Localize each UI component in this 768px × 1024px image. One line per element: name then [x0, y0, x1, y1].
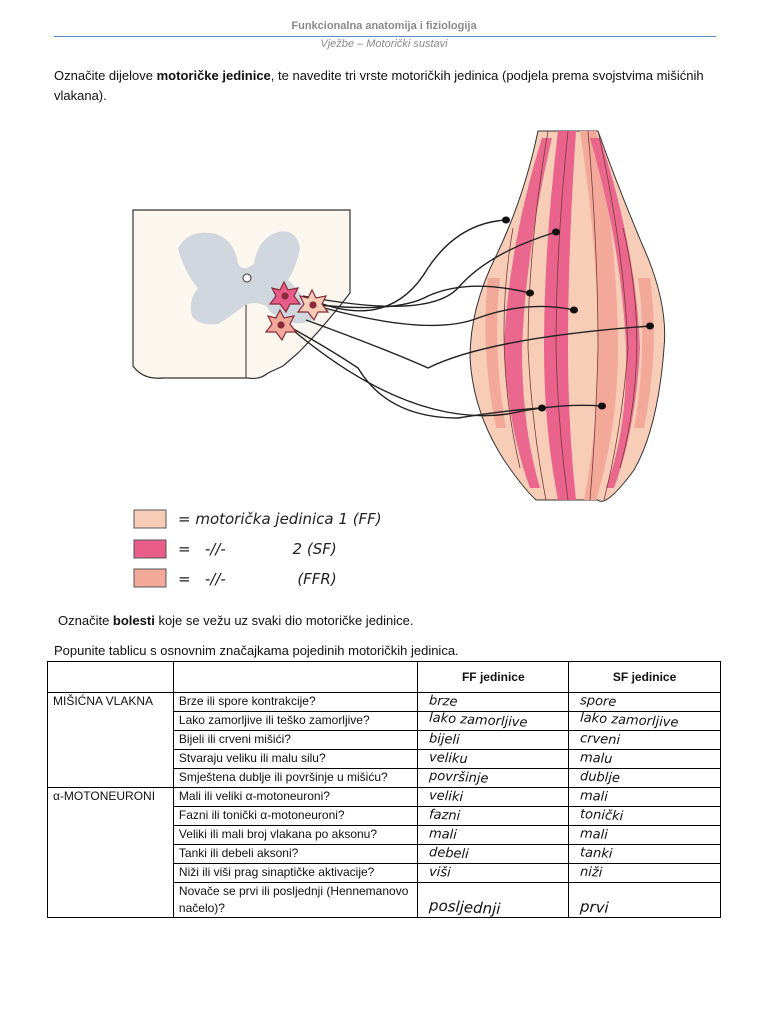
- handwriting-ff: površinje: [429, 768, 490, 787]
- answer-ff: veliku: [417, 749, 570, 769]
- motor-unit-table: FF jedinice SF jedinice MIŠIĆNA VLAKNA B…: [47, 661, 721, 918]
- muscle-belly: [469, 130, 666, 502]
- handwriting-sf: mali: [579, 826, 609, 843]
- answer-ff: viši: [417, 863, 570, 883]
- question-cell: Smještena dublje ili površinje u mišiću?: [172, 768, 419, 788]
- header-title: Funkcionalna anatomija i fiziologija: [291, 20, 477, 32]
- diseases-task: Označite bolesti koje se vežu uz svaki d…: [58, 611, 723, 631]
- answer-sf: crveni: [568, 730, 721, 750]
- table-intro: Popunite tablicu s osnovnim značajkama p…: [54, 643, 459, 658]
- task-intro-text-2: , te navedite tri vrste motoričkih jedin…: [54, 68, 704, 103]
- motor-unit-figure: = motorička jedinica 1 (FF) = -//- 2 (SF…: [132, 130, 666, 588]
- answer-sf: niži: [568, 863, 721, 883]
- answer-ff: posljednji: [417, 882, 570, 919]
- header-rule: [54, 36, 716, 37]
- answer-ff: debeli: [417, 844, 570, 864]
- answer-ff: fazni: [417, 806, 570, 826]
- handwriting-ff: veliku: [429, 750, 469, 768]
- question-cell: Niži ili viši prag sinaptičke aktivacije…: [172, 863, 419, 883]
- header-subtitle: Vježbe – Motorički sustavi: [320, 38, 448, 50]
- question-cell: Novače se prvi ili posljednji (Hennemano…: [172, 882, 419, 918]
- motor-endplates: [502, 216, 654, 412]
- question-cell: Mali ili veliki α-motoneuroni?: [172, 787, 419, 807]
- table-row: Niži ili viši prag sinaptičke aktivacije…: [48, 863, 721, 883]
- motor-neurons: [264, 280, 330, 342]
- handwriting-ff: debeli: [429, 845, 470, 863]
- handwriting-sf: spore: [579, 693, 617, 711]
- answer-ff: površinje: [417, 768, 570, 788]
- answer-ff: lako zamorljive: [417, 710, 570, 731]
- group-muscle-fibres: MIŠIĆNA VLAKNA: [47, 692, 174, 788]
- legend-note-2: = -//- 2 (SF): [178, 540, 337, 558]
- table-header-sf: SF jedinice: [568, 661, 721, 693]
- handwriting-sf: malu: [579, 750, 614, 767]
- handwriting-sf: tanki: [579, 845, 614, 862]
- legend-swatch-2: [133, 539, 167, 559]
- handwriting-sf: lako zamorljive: [579, 710, 680, 731]
- question-cell: Stvaraju veliku ili malu silu?: [172, 749, 419, 769]
- diseases-text-1: Označite: [58, 613, 113, 628]
- legend-swatch-1: [133, 509, 167, 529]
- answer-ff: bijeli: [417, 730, 570, 750]
- motor-axons: [287, 219, 651, 419]
- handwriting-sf: mali: [579, 788, 609, 805]
- table-header-empty-2: [172, 661, 419, 693]
- handwriting-ff: lako zamorljive: [429, 710, 529, 731]
- handwriting-sf: prvi: [579, 897, 610, 917]
- question-cell: Bijeli ili crveni mišići?: [172, 730, 419, 750]
- table-header-row: FF jedinice SF jedinice: [47, 661, 721, 693]
- handwriting-ff: veliki: [429, 788, 464, 806]
- handwriting-ff: posljednji: [429, 896, 502, 919]
- handwriting-ff: bijeli: [429, 731, 461, 748]
- handwriting-ff: fazni: [429, 807, 462, 824]
- table-row: Tanki ili debeli aksoni? debeli tanki: [48, 844, 721, 864]
- question-cell: Lako zamorljive ili teško zamorljive?: [172, 711, 419, 731]
- handwriting-sf: dublje: [579, 769, 621, 787]
- handwriting-sf: tonički: [579, 807, 624, 825]
- answer-sf: prvi: [568, 882, 721, 918]
- diseases-text-2: koje se vežu uz svaki dio motoričke jedi…: [154, 613, 414, 628]
- handwriting-sf: niži: [579, 864, 603, 881]
- legend-note-1: = motorička jedinica 1 (FF): [178, 510, 382, 528]
- table-header-empty-1: [47, 661, 174, 693]
- answer-sf: lako zamorljive: [568, 710, 721, 731]
- task-intro: Označite dijelove motoričke jedinice, te…: [54, 66, 719, 106]
- table-row: α-MOTONEURONI Mali ili veliki α-motoneur…: [47, 787, 721, 918]
- answer-ff: brze: [417, 692, 570, 712]
- task-intro-bold: motoričke jedinice: [156, 68, 271, 83]
- diseases-bold: bolesti: [112, 613, 155, 628]
- table-row: Fazni ili tonički α-motoneuroni? fazni t…: [48, 806, 721, 826]
- table-row: MIŠIĆNA VLAKNA Brze ili spore kontrakcij…: [47, 692, 721, 788]
- answer-sf: spore: [568, 692, 721, 712]
- handwriting-ff: brze: [429, 693, 459, 710]
- spinal-cord: [132, 209, 351, 380]
- answer-sf: tonički: [568, 806, 721, 826]
- table-row: Novače se prvi ili posljednji (Hennemano…: [48, 882, 721, 919]
- table-header-ff: FF jedinice: [417, 661, 570, 693]
- handwriting-ff: mali: [429, 826, 458, 843]
- answer-sf: dublje: [568, 768, 721, 788]
- question-cell: Fazni ili tonički α-motoneuroni?: [172, 806, 419, 826]
- answer-sf: mali: [568, 825, 721, 845]
- legend: = motorička jedinica 1 (FF) = -//- 2 (SF…: [133, 509, 382, 588]
- legend-note-3: = -//- (FFR): [178, 570, 337, 588]
- task-intro-text-1: Označite dijelove: [54, 68, 157, 83]
- question-cell: Brze ili spore kontrakcije?: [172, 692, 419, 712]
- group-motoneurons: α-MOTONEURONI: [47, 787, 174, 918]
- legend-swatch-3: [133, 568, 167, 588]
- answer-ff: mali: [417, 825, 570, 845]
- question-cell: Tanki ili debeli aksoni?: [172, 844, 419, 864]
- answer-sf: tanki: [568, 844, 721, 864]
- table-row: Smještena dublje ili površinje u mišiću?…: [48, 768, 721, 788]
- handwriting-ff: viši: [429, 864, 452, 881]
- question-cell: Veliki ili mali broj vlakana po aksonu?: [172, 825, 419, 845]
- table-row: Veliki ili mali broj vlakana po aksonu? …: [48, 825, 721, 845]
- handwriting-sf: crveni: [579, 731, 621, 749]
- answer-ff: veliki: [417, 787, 570, 807]
- answer-sf: mali: [568, 787, 721, 807]
- answer-sf: malu: [568, 749, 721, 769]
